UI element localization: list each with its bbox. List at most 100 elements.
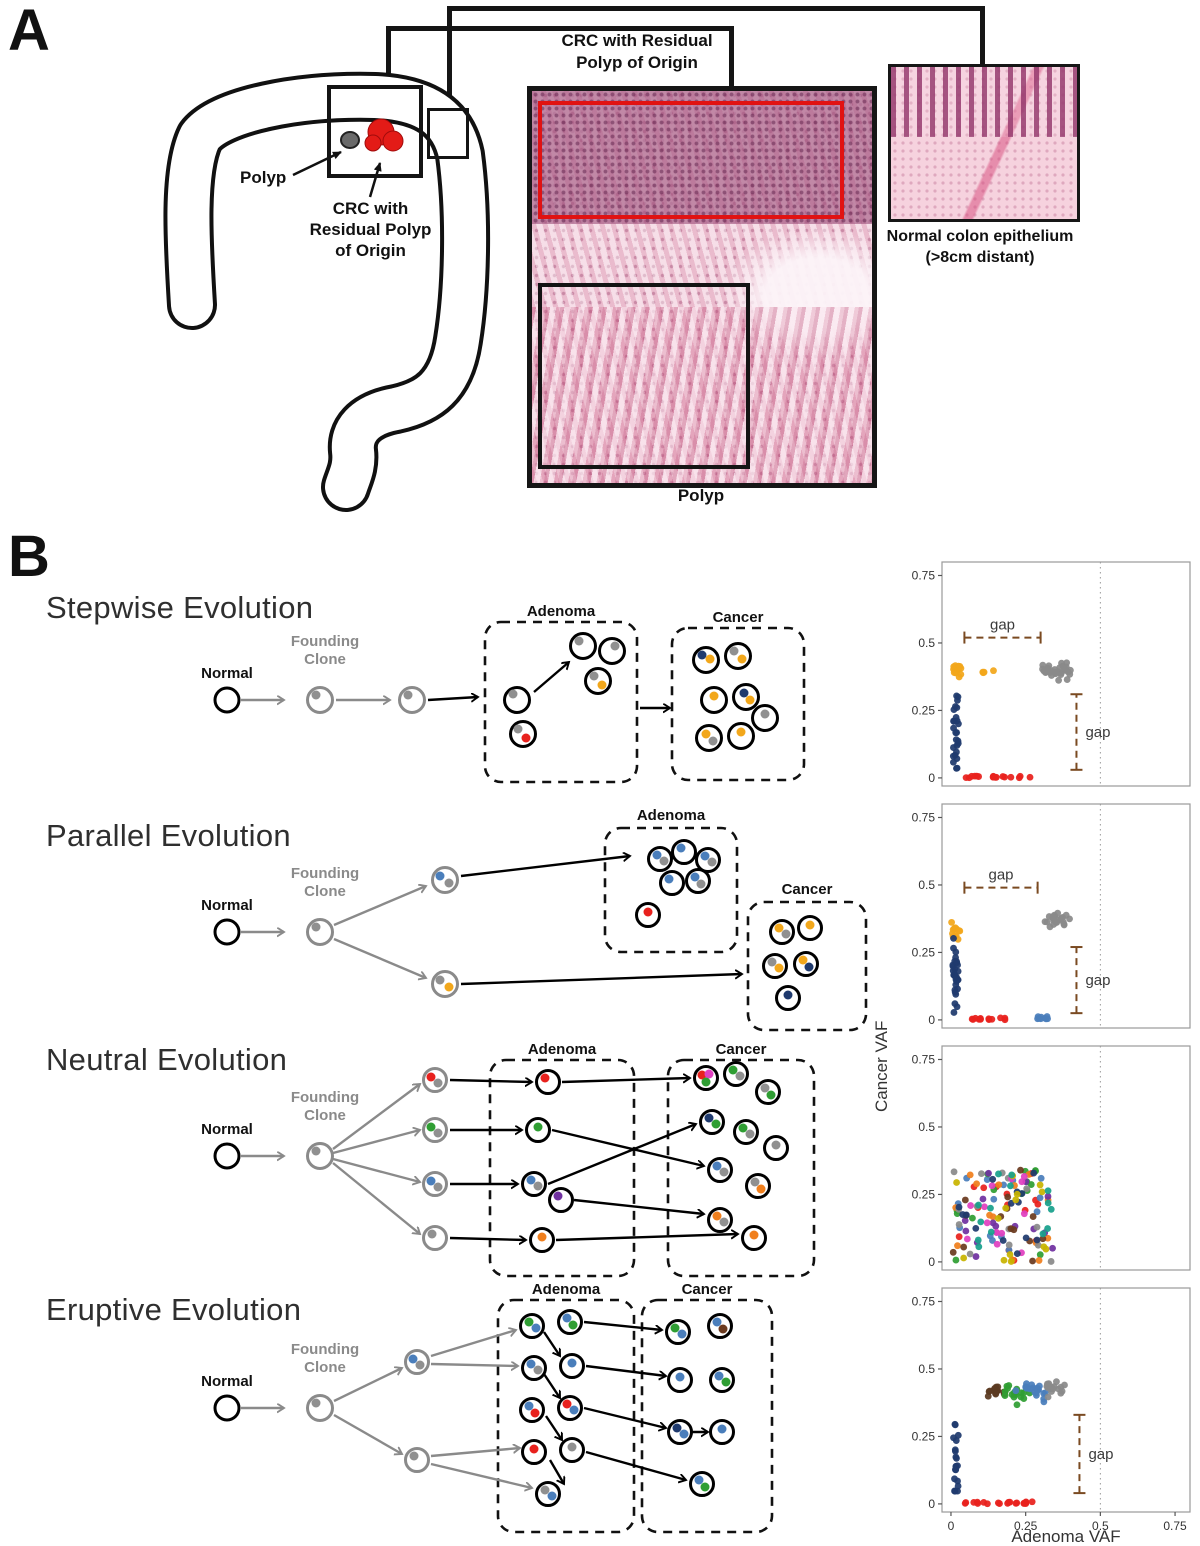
diagram-label: Cancer bbox=[682, 1284, 733, 1298]
mutation-dot bbox=[444, 982, 454, 992]
y-tick-label: 0.25 bbox=[912, 1187, 936, 1201]
data-point bbox=[974, 1236, 982, 1244]
data-point bbox=[968, 772, 976, 780]
x-tick-label: 0.75 bbox=[1163, 1519, 1187, 1533]
data-point bbox=[1045, 1380, 1053, 1388]
arrow bbox=[333, 1413, 402, 1454]
data-point bbox=[986, 1387, 994, 1395]
mutation-dot bbox=[435, 871, 445, 881]
data-point bbox=[953, 704, 961, 712]
data-point bbox=[1041, 1014, 1049, 1022]
mutation-dot bbox=[311, 922, 321, 932]
mutation-dot bbox=[403, 690, 413, 700]
x-axis-label: Adenoma VAF bbox=[1011, 1527, 1121, 1546]
data-point bbox=[989, 1213, 997, 1221]
diagram-label: Cancer bbox=[782, 881, 833, 898]
gland-region-texture bbox=[532, 306, 872, 483]
crc-highlight-box bbox=[538, 101, 844, 219]
mutation-dot bbox=[745, 1129, 755, 1139]
mutation-dot bbox=[672, 1423, 682, 1433]
mutation-dot bbox=[427, 1229, 437, 1239]
arrow bbox=[333, 1368, 402, 1403]
data-point bbox=[1005, 1498, 1012, 1506]
mutation-dot bbox=[521, 733, 531, 743]
mutation-dot bbox=[533, 1181, 543, 1191]
data-point bbox=[1000, 1181, 1007, 1189]
gap-label: gap bbox=[1088, 1446, 1113, 1463]
data-point bbox=[952, 736, 960, 744]
y-tick-label: 0.25 bbox=[912, 1429, 936, 1443]
data-point bbox=[1047, 1258, 1055, 1265]
mutation-dot bbox=[774, 963, 784, 973]
polyp-pointer-arrow bbox=[292, 150, 342, 177]
data-point bbox=[979, 1195, 987, 1203]
data-point bbox=[1061, 664, 1069, 672]
mutation-dot bbox=[700, 851, 710, 861]
data-point bbox=[960, 1243, 968, 1251]
data-point bbox=[991, 1389, 999, 1397]
data-point bbox=[1015, 774, 1023, 782]
cell bbox=[306, 918, 334, 946]
diagram-label: Clone bbox=[304, 651, 346, 668]
data-point bbox=[1022, 1499, 1030, 1506]
dashed-box bbox=[488, 1058, 636, 1278]
cell bbox=[404, 1447, 430, 1473]
mutation-dot bbox=[714, 1371, 724, 1381]
cell bbox=[306, 1394, 334, 1422]
y-axis-label: Cancer VAF bbox=[872, 1020, 891, 1112]
data-point bbox=[987, 1204, 994, 1212]
y-tick-label: 0 bbox=[928, 771, 935, 785]
dashed-box bbox=[640, 1298, 774, 1534]
data-point bbox=[1020, 1210, 1028, 1218]
mutation-dot bbox=[719, 1167, 729, 1177]
mutation-dot bbox=[562, 1399, 572, 1409]
cell bbox=[213, 918, 241, 946]
mutation-dot bbox=[704, 1069, 714, 1079]
data-point bbox=[955, 1233, 963, 1241]
panel-b-label: B bbox=[8, 524, 50, 589]
data-point bbox=[977, 1015, 984, 1022]
cell bbox=[431, 970, 459, 998]
data-point bbox=[953, 742, 961, 749]
data-point bbox=[1004, 1385, 1011, 1392]
data-point bbox=[950, 934, 957, 942]
data-point bbox=[961, 1217, 969, 1224]
data-point bbox=[1007, 1182, 1014, 1190]
data-point bbox=[950, 669, 958, 677]
data-point bbox=[1028, 1498, 1036, 1506]
arrow bbox=[333, 937, 426, 978]
mutation-dot bbox=[567, 1358, 577, 1368]
diagram-label: Cancer bbox=[713, 609, 764, 626]
colon-crc-label-line2: Residual Polyp bbox=[309, 220, 432, 239]
data-point bbox=[1055, 676, 1063, 684]
mutation-dot bbox=[739, 688, 749, 698]
mutation-dot bbox=[783, 990, 793, 1000]
colon-diagram bbox=[163, 71, 491, 512]
arrow bbox=[533, 662, 569, 693]
data-point bbox=[1005, 1241, 1013, 1249]
data-point bbox=[963, 1211, 970, 1219]
mutation-dot bbox=[679, 1429, 689, 1439]
data-point bbox=[1044, 1199, 1052, 1207]
data-point bbox=[989, 1175, 997, 1183]
arrow bbox=[430, 1448, 520, 1458]
y-tick-label: 0.5 bbox=[918, 878, 935, 892]
data-point bbox=[1061, 1381, 1068, 1389]
gap-label: gap bbox=[1085, 724, 1110, 741]
mutation-dot bbox=[589, 671, 599, 681]
data-point bbox=[1026, 773, 1034, 781]
data-point bbox=[961, 1196, 969, 1204]
colon-lumen bbox=[167, 75, 487, 508]
mutation-dot bbox=[433, 1128, 443, 1138]
data-point bbox=[954, 1482, 962, 1490]
mutation-dot bbox=[694, 1475, 704, 1485]
data-point bbox=[1044, 1393, 1052, 1401]
mutation-dot bbox=[537, 1232, 547, 1242]
data-point bbox=[955, 1221, 963, 1228]
polyp-highlight-box bbox=[538, 283, 750, 469]
mutation-dot bbox=[675, 1372, 685, 1382]
arrow bbox=[583, 1406, 666, 1428]
data-point bbox=[962, 774, 970, 782]
data-point bbox=[953, 764, 960, 772]
